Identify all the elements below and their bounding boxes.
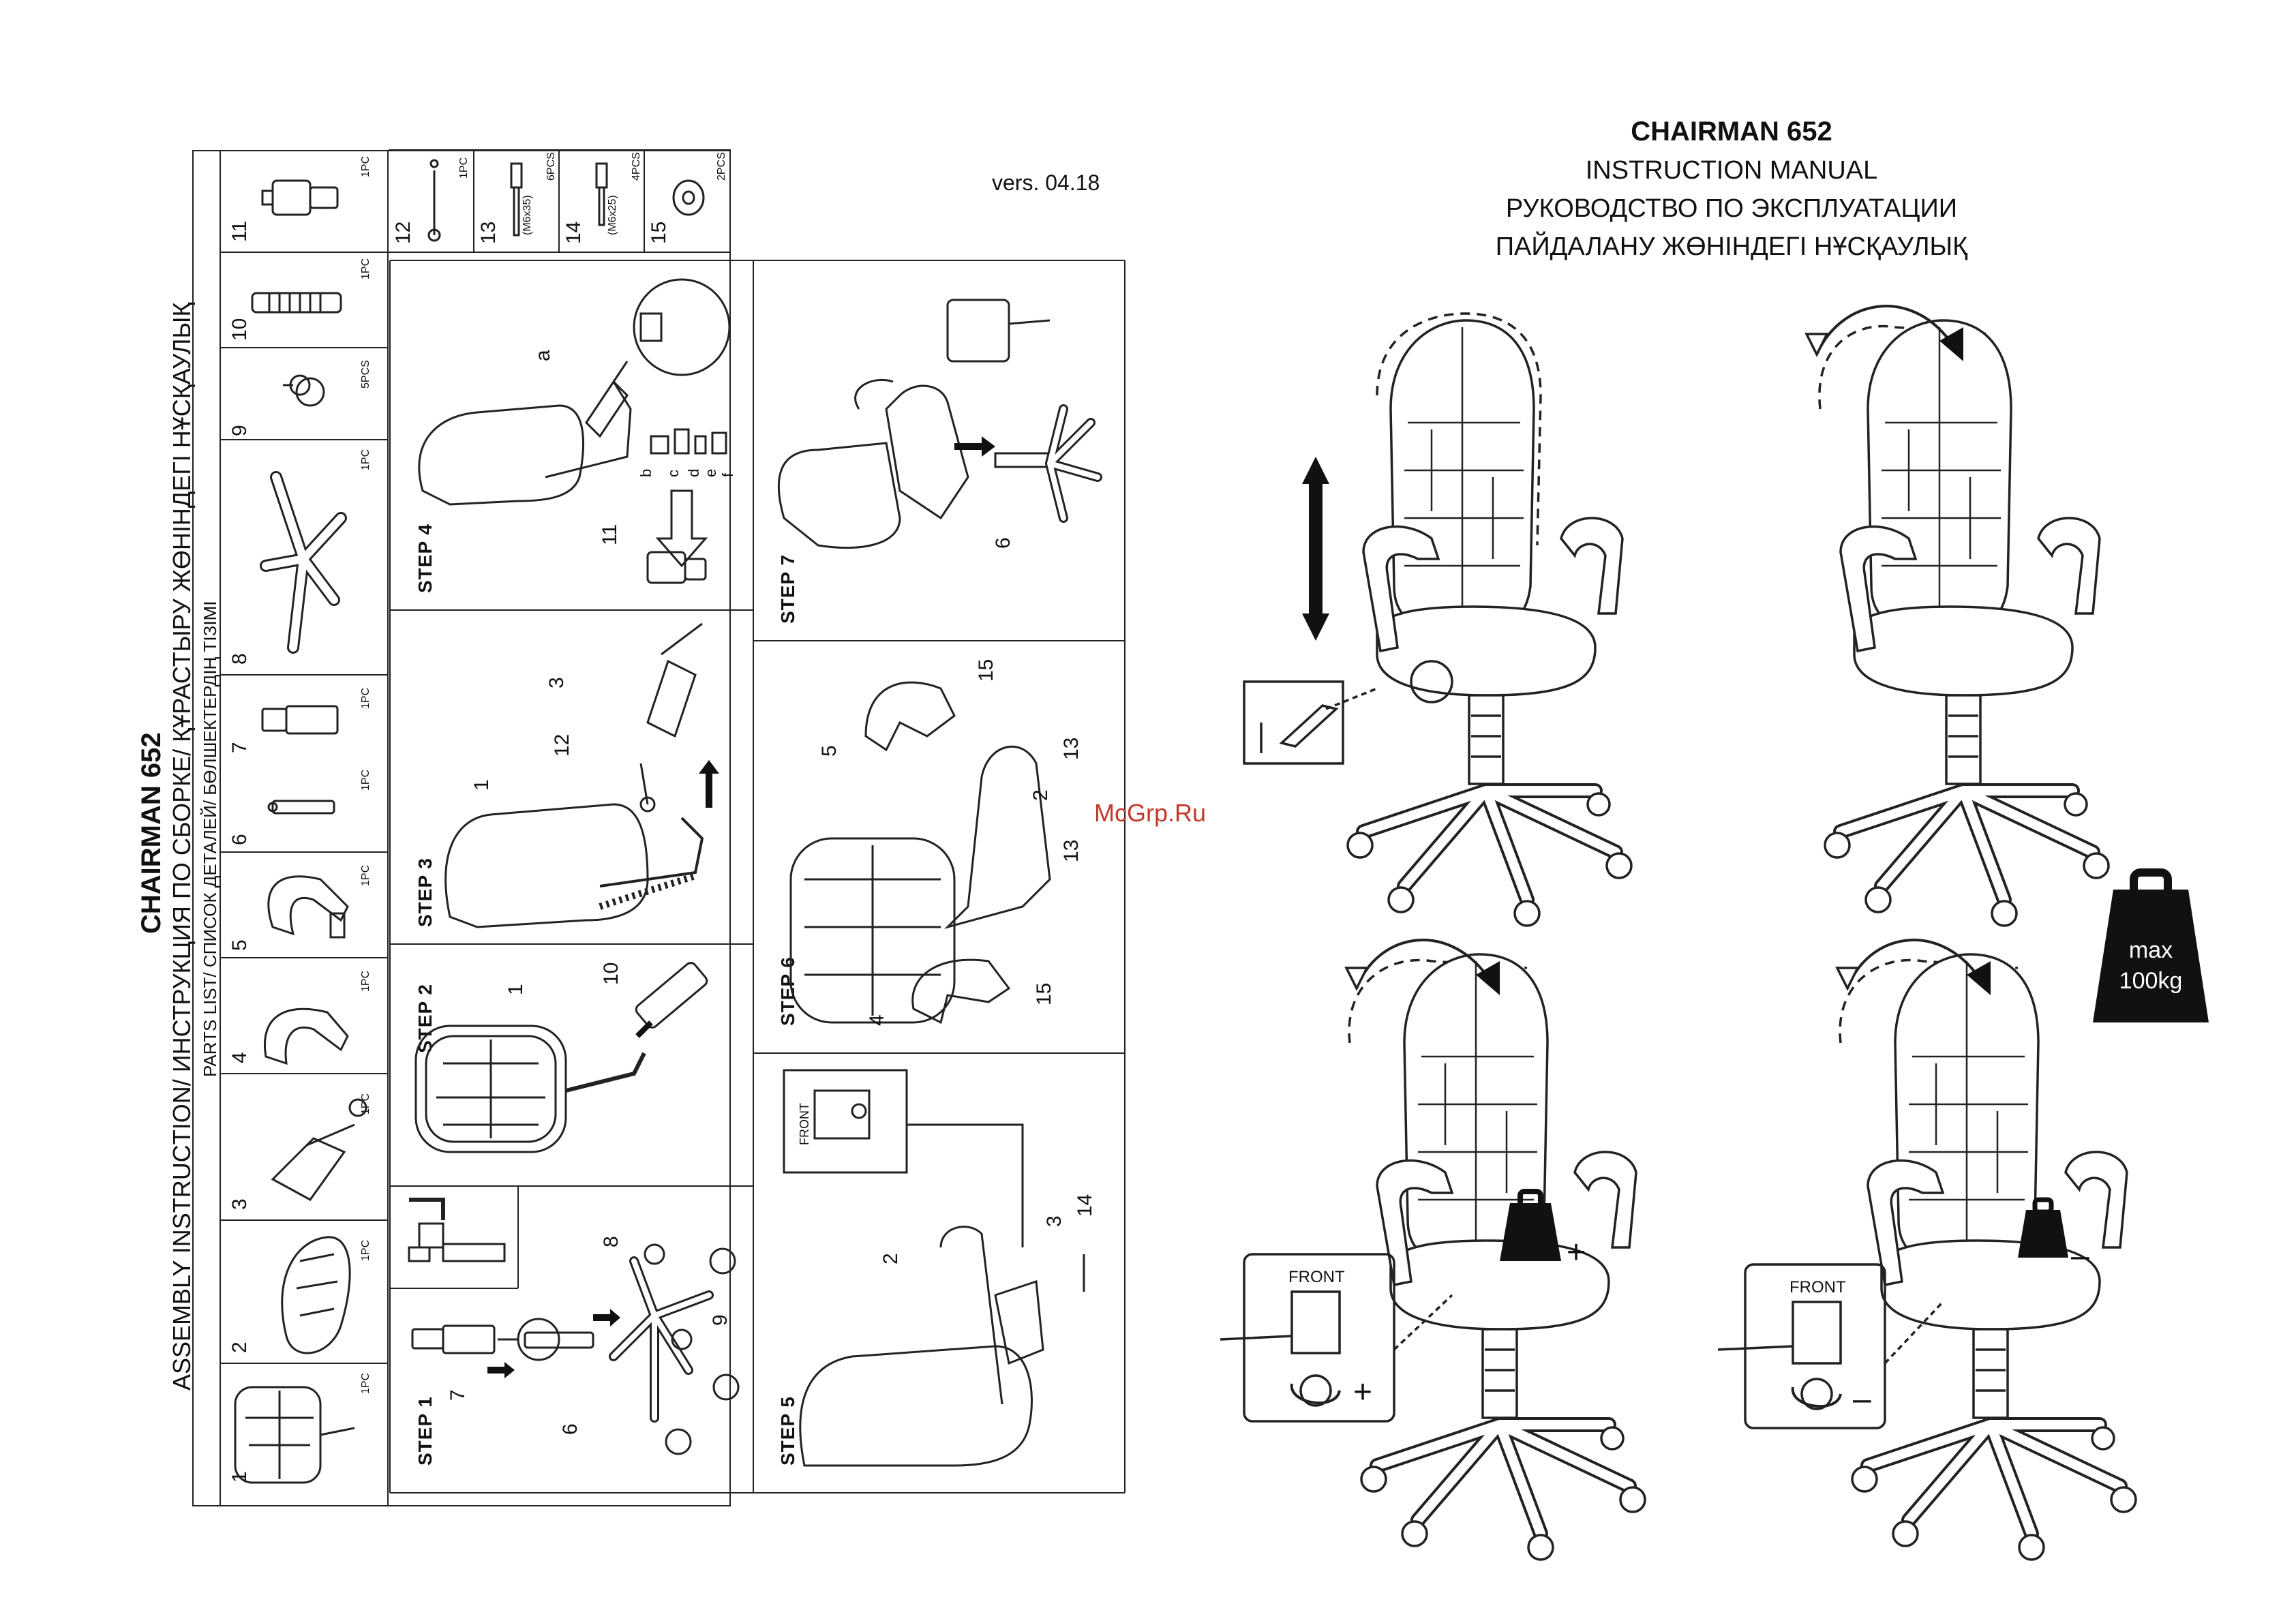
step-3-drawing	[444, 622, 704, 928]
part-1-drawing	[234, 1386, 355, 1484]
plus-sign-knob: +	[1353, 1374, 1373, 1410]
weight-icon-large	[2093, 868, 2209, 1022]
lever-circle	[1410, 660, 1453, 703]
part-15-drawing	[672, 179, 705, 216]
part-10-drawing	[251, 292, 342, 314]
weight-max-line1: max	[2128, 937, 2173, 963]
right-line-1: INSTRUCTION MANUAL	[1585, 156, 1878, 185]
step-5-drawing	[783, 1069, 1085, 1467]
weight-max-line2: 100kg	[2119, 968, 2183, 994]
chair-tension-minus	[1839, 954, 2136, 1560]
minus-sign-knob: –	[1853, 1381, 1871, 1417]
part-14-drawing	[595, 162, 608, 226]
part-5-drawing	[267, 875, 349, 939]
right-line-3: ПАЙДАЛАНУ ЖӨНІНДЕГІ НҰСҚАУЛЫҚ	[1495, 232, 1968, 261]
step-4-drawing	[418, 278, 731, 584]
part-3-drawing	[271, 1098, 367, 1201]
front-label-plus: FRONT	[1288, 1268, 1345, 1286]
minus-sign-weight: –	[2071, 1238, 2089, 1274]
part-7-drawing	[261, 705, 339, 735]
part-11-drawing	[261, 179, 339, 216]
height-arrow	[1302, 457, 1329, 641]
step-6-drawing	[789, 681, 1051, 1025]
lever-inset	[1243, 680, 1344, 765]
part-9-drawing	[283, 374, 325, 407]
front-label-minus: FRONT	[1789, 1278, 1846, 1296]
step-3-arrow	[699, 760, 719, 808]
chair-tilt	[1819, 320, 2109, 926]
part-8-drawing	[260, 471, 347, 654]
tilt-arrow-2	[1815, 305, 1951, 355]
right-line-2: РУКОВОДСТВО ПО ЭКСПЛУАТАЦИИ	[1505, 194, 1958, 223]
part-2-drawing	[281, 1236, 351, 1354]
part-12-drawing	[427, 159, 441, 242]
step-1-drawing	[408, 1198, 740, 1455]
chair-height-adjust	[1348, 312, 1631, 926]
part-13-drawing	[510, 162, 523, 237]
watermark: McGrp.Ru	[1094, 799, 1207, 827]
chair-tension-plus	[1348, 954, 1645, 1560]
plus-sign-weight: +	[1567, 1234, 1586, 1271]
part-4-drawing	[264, 1007, 349, 1065]
step-7-arrow	[954, 436, 995, 457]
step-2-arrow	[635, 1020, 653, 1038]
parts-list-column	[220, 150, 389, 1506]
step-2-drawing	[414, 962, 708, 1153]
part-6-drawing	[267, 800, 335, 815]
step-1-arrows	[487, 1309, 620, 1378]
weight-icon-plus	[1500, 1189, 1561, 1261]
weight-icon-minus	[2018, 1197, 2068, 1258]
knob-inset-minus	[1744, 1263, 1886, 1429]
right-title: CHAIRMAN 652	[1631, 117, 1832, 147]
version-label: vers. 04.18	[992, 170, 1100, 195]
step-7-drawing	[777, 299, 1102, 549]
